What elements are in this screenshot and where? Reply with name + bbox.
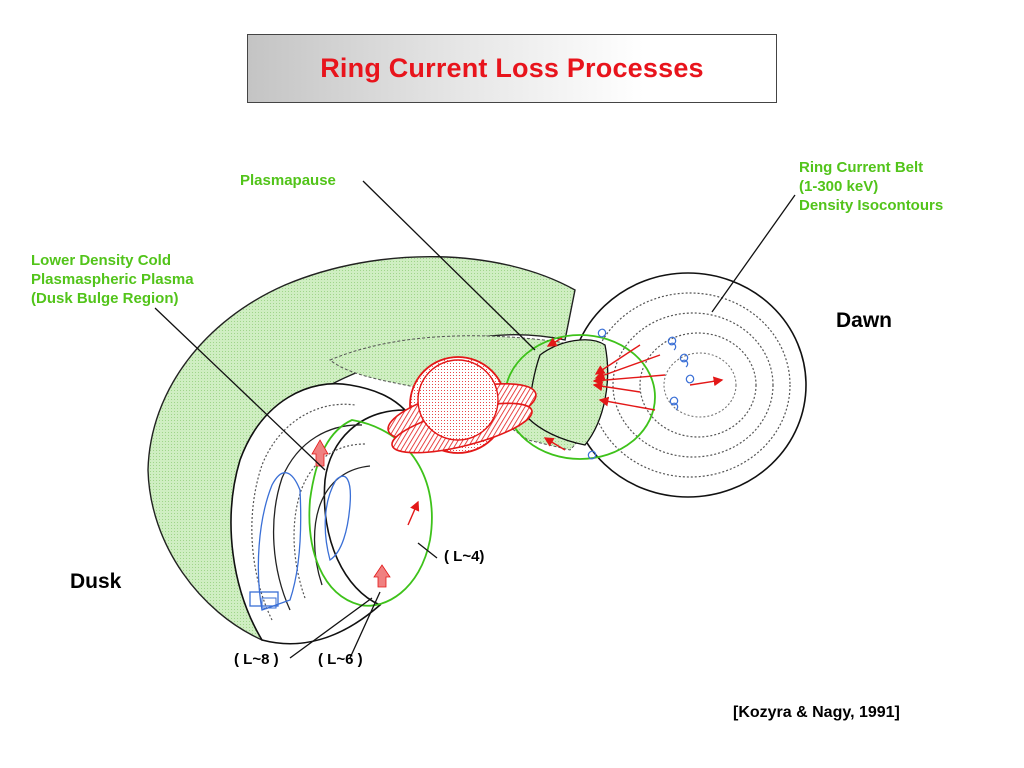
dawn-label: Dawn <box>836 309 893 332</box>
page-title: Ring Current Loss Processes <box>320 53 704 83</box>
dusk-arrow-3 <box>407 500 420 526</box>
dusk-ion-contour-2 <box>324 475 352 562</box>
plasmasphere-line1: Lower Density Cold <box>31 252 172 269</box>
l4-label: ( L~4) <box>444 548 485 565</box>
plasmapause-label: Plasmapause <box>240 172 336 189</box>
earth-front <box>417 359 499 441</box>
dusk-ion-box-2 <box>261 597 277 609</box>
l8-label: ( L~8 ) <box>234 651 279 668</box>
plasmasphere-bulge <box>147 256 576 641</box>
ring-current-belt-line2: (1-300 keV) <box>799 178 879 195</box>
plasmasphere-line2: Plasmaspheric Plasma <box>31 271 194 288</box>
dusk-ion-box <box>249 591 279 607</box>
dusk-plasmapause-ring <box>308 419 433 607</box>
dusk-contour-3 <box>293 443 366 599</box>
citation: [Kozyra & Nagy, 1991] <box>733 704 900 721</box>
l6-label: ( L~6 ) <box>318 651 363 668</box>
dawn-ion-spirals <box>587 328 695 460</box>
ring-current-belt-label: Ring Current Belt (1-300 keV) Density Is… <box>799 158 943 215</box>
dusk-ion-contour-1 <box>257 472 302 611</box>
ring-current-belt-line3: Density Isocontours <box>799 197 944 214</box>
leader-lines <box>154 180 796 659</box>
dawn-contour-3 <box>639 332 757 438</box>
dusk-red-arrow-2 <box>373 564 391 588</box>
ring-current-belt-line1: Ring Current Belt <box>799 159 924 176</box>
dawn-contour-2 <box>612 312 774 458</box>
dawn-contour-4 <box>663 352 737 418</box>
plasmasphere-line3: (Dusk Bulge Region) <box>31 290 179 307</box>
plasmasphere-label: Lower Density Cold Plasmaspheric Plasma … <box>31 251 194 308</box>
dusk-contour-1 <box>251 403 356 621</box>
dawn-red-arrows <box>543 337 724 451</box>
dusk-contour-2 <box>272 424 363 611</box>
title-box: Ring Current Loss Processes <box>247 34 777 103</box>
dusk-label: Dusk <box>70 570 122 593</box>
